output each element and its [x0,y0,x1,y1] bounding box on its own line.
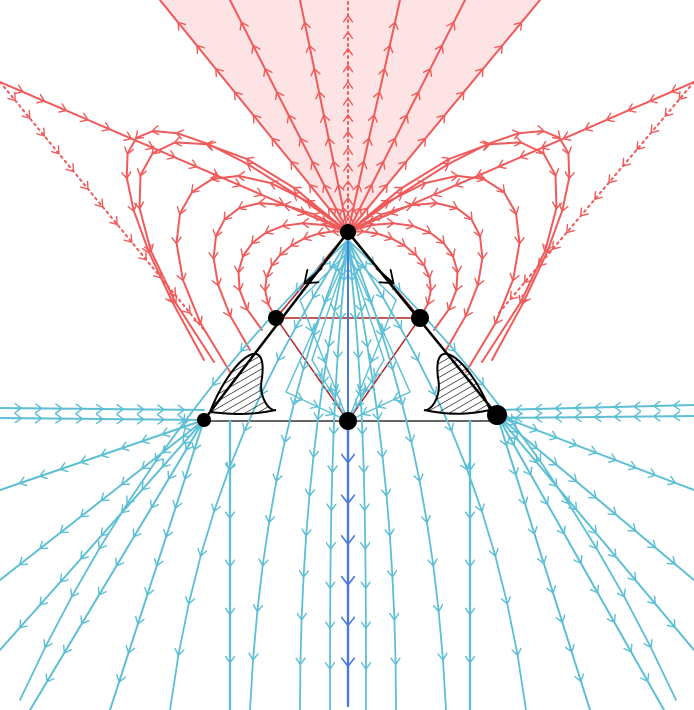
attracting-inner [299,251,349,301]
attracting-trajectory [0,419,205,581]
attracting-trajectories-layer [0,231,694,710]
attracting-horizontal [0,408,205,410]
attracting-inner [347,391,411,422]
repelling-loop [347,223,458,331]
fixed-points-layer [197,224,507,430]
attracting-inner [311,251,349,361]
hatched-region-right [423,352,492,415]
attracting-trajectory [496,414,694,581]
attracting-horizontal [0,418,205,420]
attracting-trajectory [496,414,694,651]
fixed-point-bottom-left [197,413,211,427]
attracting-curve [330,239,348,710]
direction-arrow-icon [375,267,392,282]
repelling-trajectory-dotted [496,81,694,316]
fixed-point-upper-left [268,310,284,326]
attracting-curve [347,239,446,710]
attracting-inner [347,359,385,422]
fixed-point-apex [340,224,356,240]
attracting-inner [347,251,385,361]
fixed-point-bottom-center [339,412,357,430]
repelling-loop [127,131,349,361]
hatched-region-left [208,353,277,415]
attracting-inner [311,359,349,422]
repelling-trajectory-dotted [0,81,205,331]
attracting-inner [347,251,411,393]
attracting-horizontal [496,405,694,410]
direction-arrow-icon [306,267,323,282]
fixed-point-upper-right [411,309,429,327]
attracting-horizontal [496,416,694,418]
repelling-loop [239,223,349,331]
attracting-inner [285,391,349,422]
attracting-trajectory [29,419,205,710]
fixed-point-bottom-right [487,405,507,425]
attracting-curve [348,239,366,710]
attracting-trajectory [109,419,205,710]
repelling-trajectories-layer [0,0,694,422]
attracting-trajectory [496,414,591,710]
attracting-inner [285,251,349,393]
attracting-trajectory [496,414,665,710]
attracting-curve [250,239,349,710]
triangle-outline-layer [203,231,498,421]
attracting-trajectory [496,414,694,491]
attracting-inner [347,251,397,301]
repelling-loop [347,131,569,361]
